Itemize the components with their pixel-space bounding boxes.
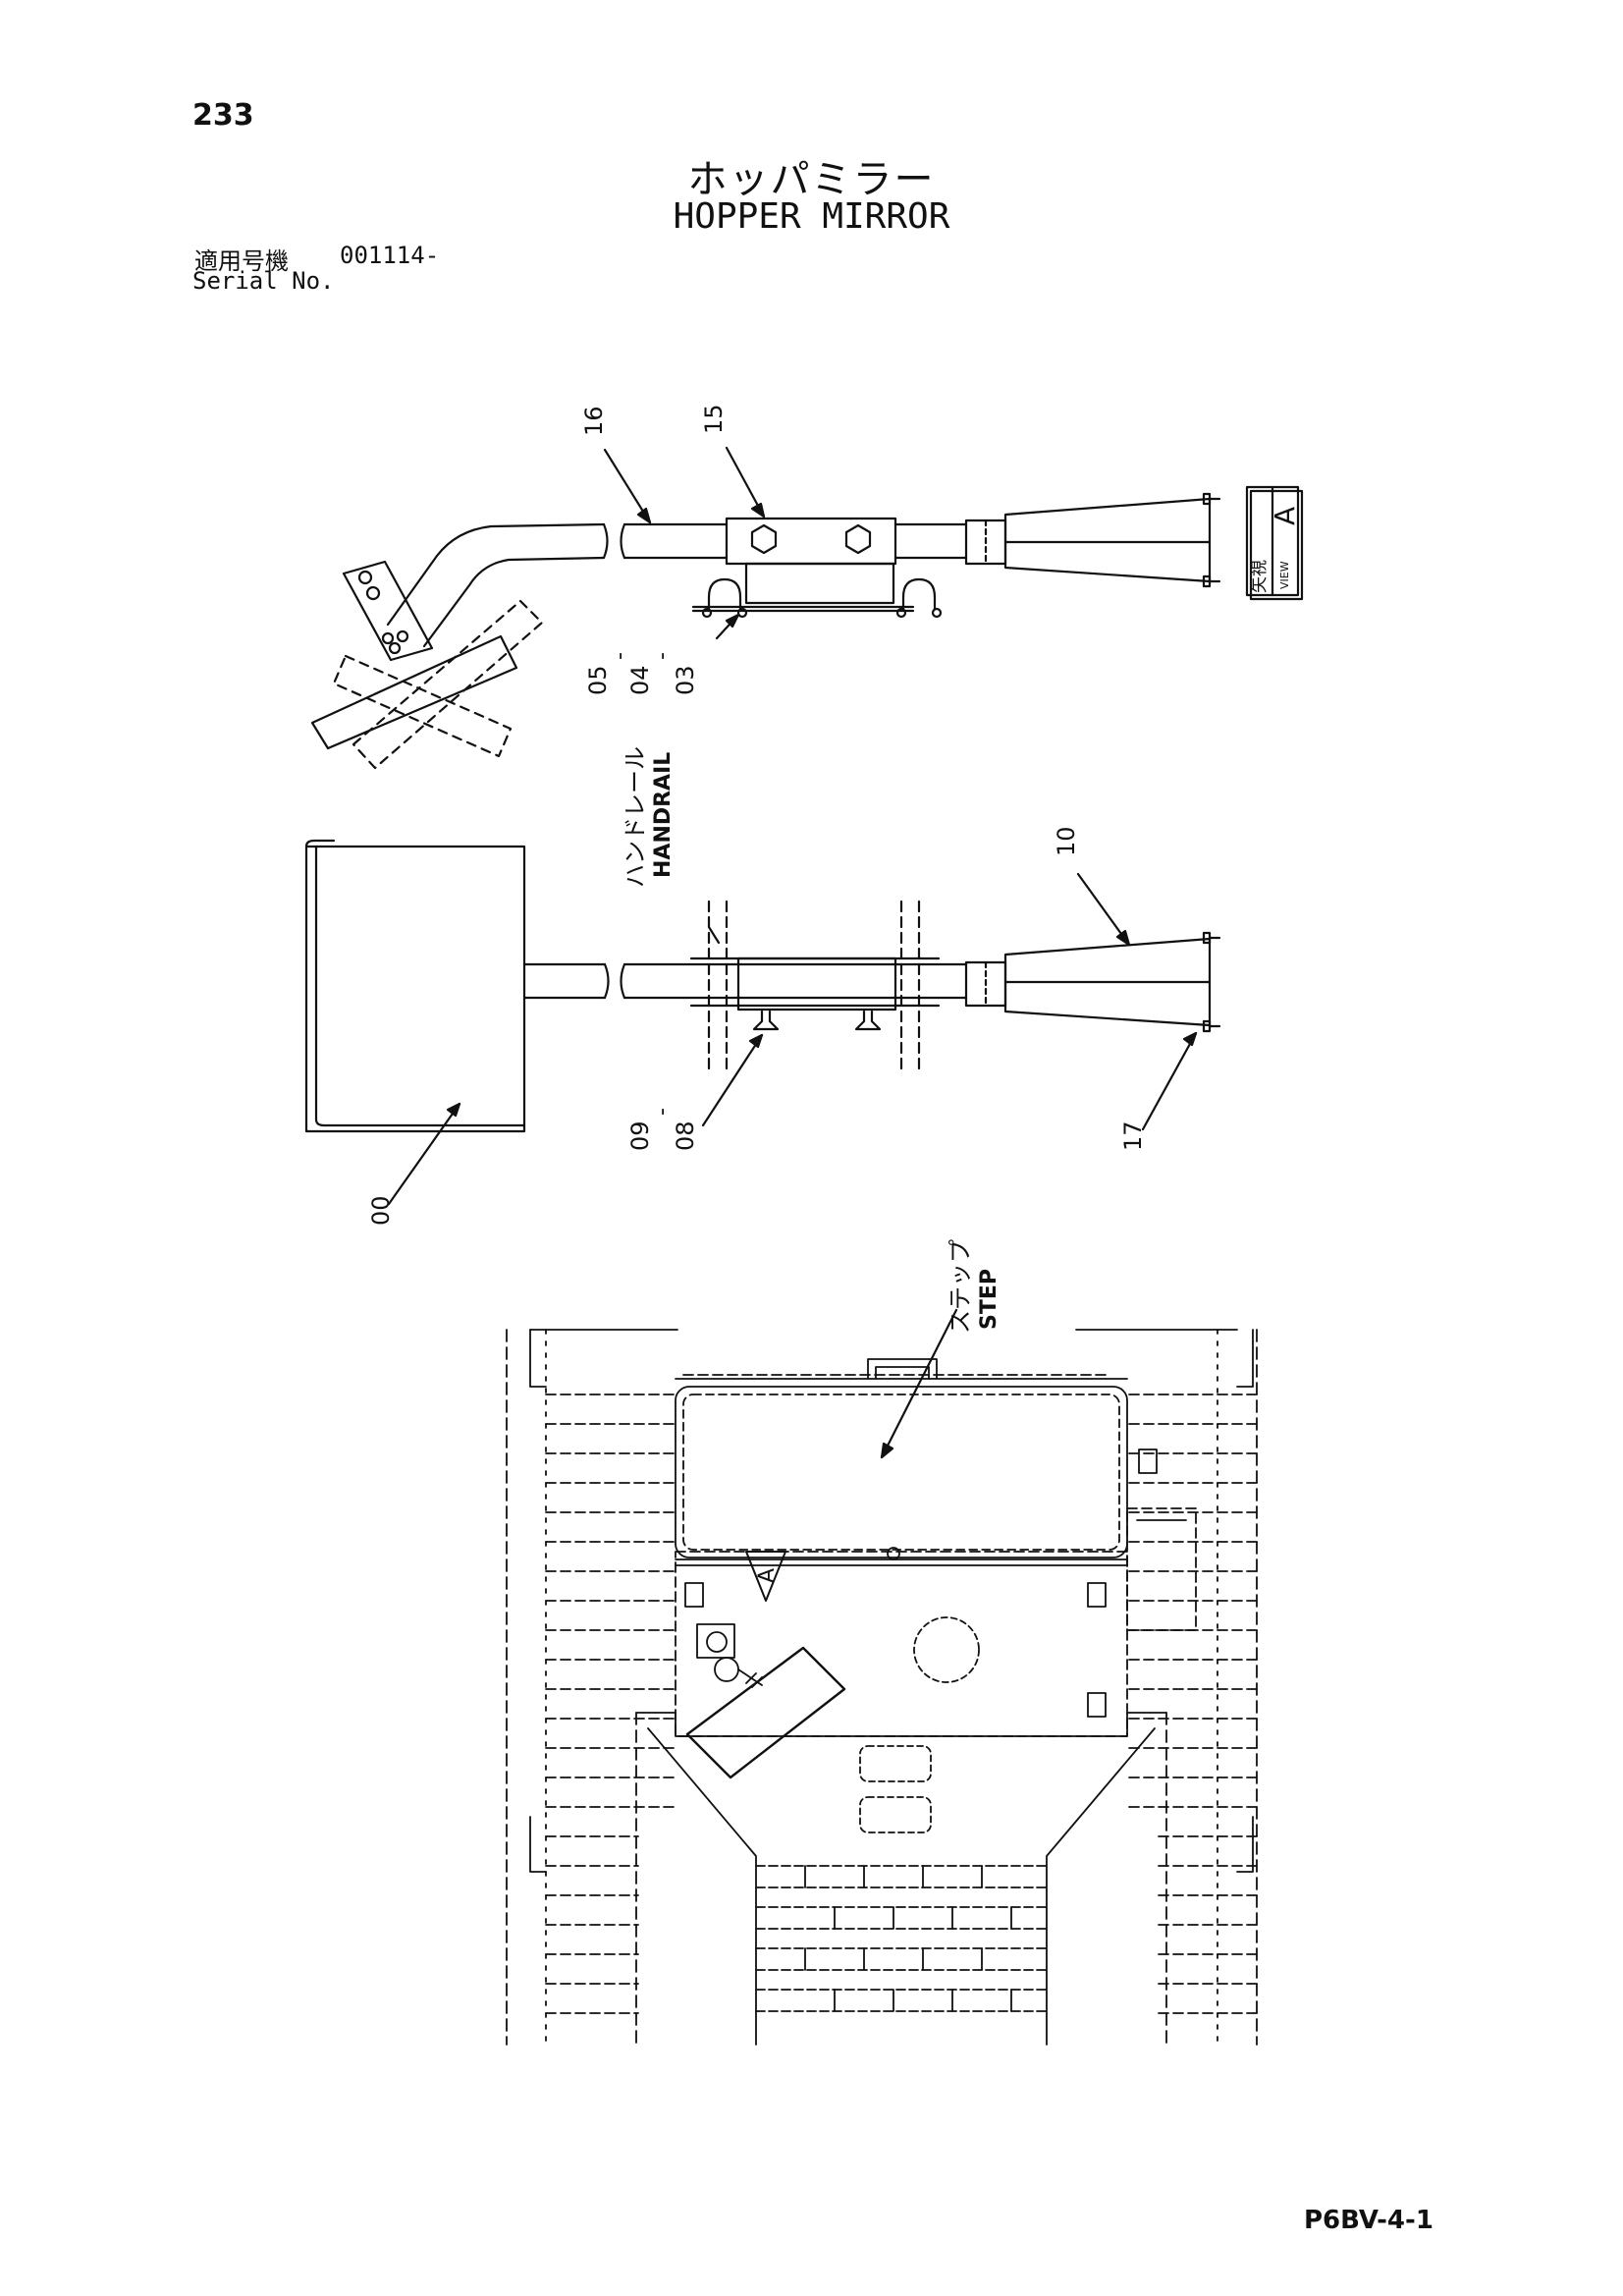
step-callout-leader [880, 1308, 958, 1459]
callout-08: 08 [672, 1121, 699, 1151]
view-a-arrow-marker [745, 1551, 786, 1602]
callout-04: 04 [626, 665, 654, 695]
serial-label-japanese: 適用号機 [194, 247, 289, 275]
range-dash: - [650, 1108, 675, 1116]
step-label: STEP [977, 1269, 1001, 1330]
serial-number-value: 001114- [340, 242, 440, 269]
page-number: 233 [192, 98, 254, 133]
mirror-arm-top-view [304, 839, 1221, 1133]
handrail-label-japanese: ハンドレール [622, 746, 649, 888]
serial-label: Serial No. [192, 267, 335, 295]
callout-17: 17 [1119, 1121, 1147, 1151]
view-a-arrow-label: A [755, 1568, 780, 1583]
step-label-japanese: ステップ [947, 1239, 974, 1334]
machine-plan-view [506, 1329, 1258, 2046]
view-box-japanese: 矢視 [1250, 560, 1270, 593]
callout-15: 15 [700, 404, 728, 434]
callout-05: 05 [584, 665, 612, 695]
view-box-letter: A [1269, 507, 1301, 525]
callout-10: 10 [1053, 826, 1080, 856]
page-title: HOPPER MIRROR [673, 196, 950, 237]
view-a-box [1245, 485, 1304, 601]
view-box-label: VIEW [1278, 561, 1291, 589]
range-dash: - [650, 652, 675, 660]
handrail-label: HANDRAIL [651, 752, 676, 878]
callout-16: 16 [580, 406, 608, 436]
callout-leaders-top-view [387, 872, 1198, 1206]
page-title-japanese: ホッパミラー [687, 157, 936, 202]
callout-03: 03 [672, 665, 699, 695]
mirror-arm-side-view [310, 492, 1221, 770]
callout-09: 09 [626, 1121, 654, 1151]
drawing-code: P6BV-4-1 [1304, 2206, 1434, 2235]
range-dash: - [608, 652, 632, 660]
callout-leaders-side-view [603, 446, 766, 640]
callout-00: 00 [367, 1195, 395, 1226]
